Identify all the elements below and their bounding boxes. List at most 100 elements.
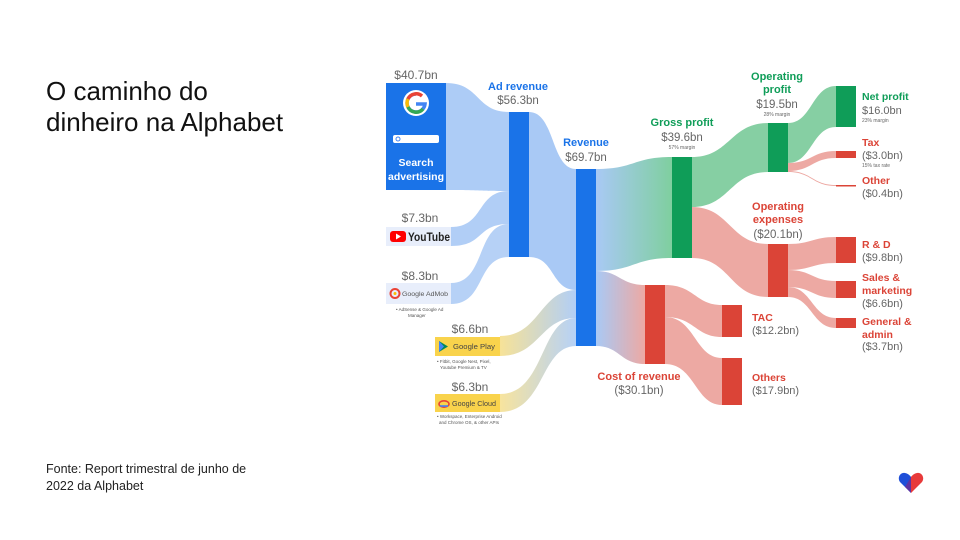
search-advertising-value: $40.7bn	[394, 68, 437, 82]
google-play-logo-box	[435, 337, 500, 356]
google-play-note-1: • Fitbit, Google Nest, Pixel,	[437, 359, 491, 364]
source-note: Fonte: Report trimestral de junho de 202…	[46, 461, 286, 495]
node-net-profit-bar	[836, 86, 856, 127]
other-label: Other	[862, 175, 890, 187]
admob-note-1: • AdSense & Google Ad	[396, 307, 444, 312]
search-advertising-label-1: Search	[398, 157, 433, 169]
sales-label-2: marketing	[862, 285, 912, 297]
cost-of-revenue-value: ($30.1bn)	[614, 385, 663, 397]
tac-label: TAC	[752, 312, 773, 324]
google-play-note-2: Youtube Premium & TV	[440, 365, 487, 370]
flow-ad-revenue-to-revenue	[529, 112, 576, 290]
flow-opex-to-rnd	[788, 237, 836, 270]
tax-note: 15% tax rate	[862, 163, 890, 169]
flow-op-profit-to-net-profit	[788, 86, 836, 163]
flow-admob-to-ad-revenue	[451, 224, 509, 304]
flow-opex-to-sales	[788, 270, 836, 298]
google-g-icon	[403, 90, 429, 116]
node-sales-bar	[836, 281, 856, 298]
net-profit-value: $16.0bn	[862, 105, 902, 117]
sales-value: ($6.6bn)	[862, 298, 903, 310]
net-profit-note: 23% margin	[862, 118, 889, 124]
youtube-icon	[390, 231, 406, 242]
youtube-brand: YouTube	[408, 232, 450, 244]
node-operating-expenses-bar	[768, 244, 788, 297]
tac-value: ($12.2bn)	[752, 325, 799, 337]
source-line-1: Fonte: Report trimestral de junho de	[46, 462, 247, 476]
node-others-bar	[722, 358, 742, 405]
admob-logo-box	[386, 283, 451, 304]
operating-profit-label-2: profit	[763, 84, 791, 96]
node-operating-profit-bar	[768, 123, 788, 172]
flow-youtube-to-ad-revenue	[451, 191, 509, 246]
flow-revenue-to-cost-of-revenue	[596, 271, 645, 364]
google-cloud-value: $6.3bn	[452, 380, 489, 394]
node-ad-revenue-bar	[509, 112, 529, 257]
others-label: Others	[752, 372, 786, 384]
operating-profit-note: 28% margin	[764, 112, 791, 118]
page-title: O caminho do dinheiro na Alphabet	[46, 76, 346, 138]
operating-profit-value: $19.5bn	[756, 99, 798, 111]
node-revenue-bar	[576, 169, 596, 346]
flow-play-to-revenue	[500, 290, 576, 356]
source-line-2: 2022 da Alphabet	[46, 479, 144, 493]
operating-expenses-label-2: expenses	[753, 214, 803, 226]
title-line-1: O caminho do	[46, 76, 208, 106]
sales-label-1: Sales &	[862, 272, 900, 284]
node-general-bar	[836, 318, 856, 328]
other-value: ($0.4bn)	[862, 188, 903, 200]
search-advertising-label-2: advertising	[388, 171, 444, 183]
flow-search-to-ad-revenue	[446, 83, 509, 191]
google-cloud-brand: Google Cloud	[452, 399, 496, 408]
gross-profit-value: $39.6bn	[661, 132, 703, 144]
flow-revenue-to-gross-profit	[596, 157, 672, 271]
general-label-1: General &	[862, 316, 912, 328]
tax-label: Tax	[862, 137, 879, 149]
search-bar-magnifier-icon	[395, 136, 401, 142]
others-value: ($17.9bn)	[752, 385, 799, 397]
google-cloud-icon	[438, 399, 450, 408]
general-value: ($3.7bn)	[862, 341, 903, 353]
flow-op-profit-to-other	[788, 171, 836, 186]
google-cloud-logo-box	[435, 394, 500, 412]
admob-brand: Google AdMob	[402, 292, 449, 298]
operating-profit-label-1: Operating	[751, 71, 803, 83]
node-tax-bar	[836, 151, 856, 158]
google-play-value: $6.6bn	[452, 322, 489, 336]
gross-profit-note: 57% margin	[669, 145, 696, 151]
tax-value: ($3.0bn)	[862, 150, 903, 162]
revenue-value: $69.7bn	[565, 152, 607, 164]
operating-expenses-value: ($20.1bn)	[753, 229, 802, 241]
flow-cloud-to-revenue	[500, 318, 576, 412]
google-cloud-note-2: and Chrome OS, & other APIs	[439, 420, 500, 425]
net-profit-label: Net profit	[862, 91, 909, 103]
operating-expenses-label-1: Operating	[752, 201, 804, 213]
ad-revenue-value: $56.3bn	[497, 95, 539, 107]
admob-value: $8.3bn	[402, 269, 439, 283]
google-play-brand: Google Play	[453, 344, 496, 351]
node-tac-bar	[722, 305, 742, 337]
google-play-icon	[439, 341, 448, 352]
cost-of-revenue-label: Cost of revenue	[597, 371, 680, 383]
node-other-bar	[836, 185, 856, 187]
google-cloud-note-1: • Workspace, Enterprise Android	[437, 414, 502, 419]
node-gross-profit-bar	[672, 157, 692, 258]
revenue-label: Revenue	[563, 137, 609, 149]
flow-cost-to-tac	[665, 285, 722, 337]
search-bar-icon	[393, 135, 439, 143]
rnd-value: ($9.8bn)	[862, 252, 903, 264]
node-rnd-bar	[836, 237, 856, 263]
node-cost-of-revenue-bar	[645, 285, 665, 364]
flow-gross-to-operating-profit	[692, 123, 768, 207]
flow-opex-to-general	[788, 287, 836, 328]
brand-heart-logo	[898, 472, 924, 493]
general-label-2: admin	[862, 329, 893, 341]
flow-cost-to-others	[665, 317, 722, 405]
admob-icon	[389, 288, 401, 299]
rnd-label: R & D	[862, 239, 891, 251]
admob-note-2: Manager	[408, 313, 426, 318]
ad-revenue-label: Ad revenue	[488, 81, 548, 93]
title-line-2: dinheiro na Alphabet	[46, 107, 284, 137]
flow-op-profit-to-tax	[788, 151, 836, 171]
